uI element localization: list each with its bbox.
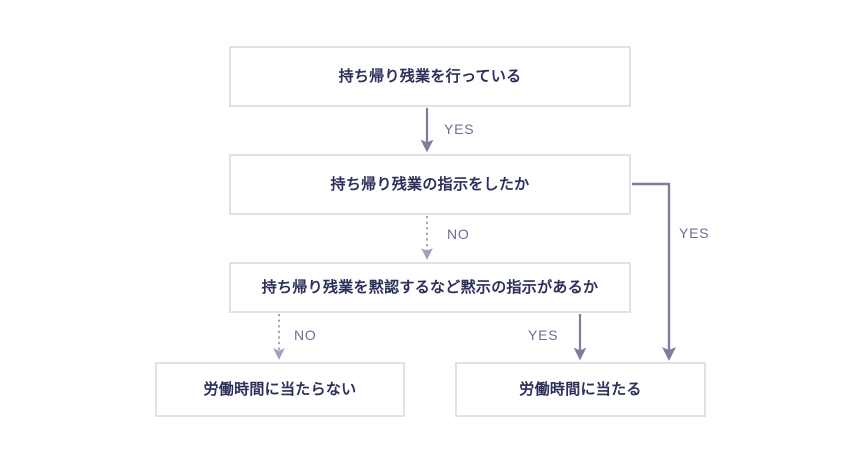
node-question-implicit-instruction: 持ち帰り残業を黙認するなど黙示の指示があるか bbox=[229, 262, 631, 313]
edge-label-q2-to-result-no: NO bbox=[294, 327, 317, 343]
node-start: 持ち帰り残業を行っている bbox=[229, 46, 631, 107]
node-question-explicit-instruction: 持ち帰り残業の指示をしたか bbox=[229, 154, 631, 215]
edge-label-q2-to-result-yes: YES bbox=[528, 327, 559, 343]
edge-label-q1-to-q2: NO bbox=[447, 226, 470, 242]
edge-q1-to-result-yes bbox=[632, 182, 676, 361]
edge-label-q1-to-result-yes: YES bbox=[679, 225, 710, 241]
node-result-not-working-hours: 労働時間に当たらない bbox=[155, 362, 405, 417]
node-result-working-hours: 労働時間に当たる bbox=[455, 362, 706, 417]
edge-label-start-to-q1: YES bbox=[444, 121, 475, 137]
